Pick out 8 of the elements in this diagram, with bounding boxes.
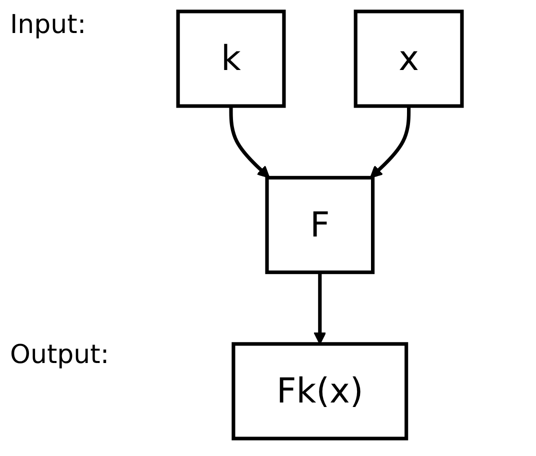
label-text: Input: xyxy=(10,10,88,40)
arrow xyxy=(370,106,411,178)
node-box: x xyxy=(354,10,464,108)
arrow xyxy=(229,106,270,178)
node-box: F xyxy=(265,176,375,274)
node-box: k xyxy=(176,10,286,108)
label-text: Output: xyxy=(10,340,110,370)
node-box: Fk(x) xyxy=(232,342,408,440)
